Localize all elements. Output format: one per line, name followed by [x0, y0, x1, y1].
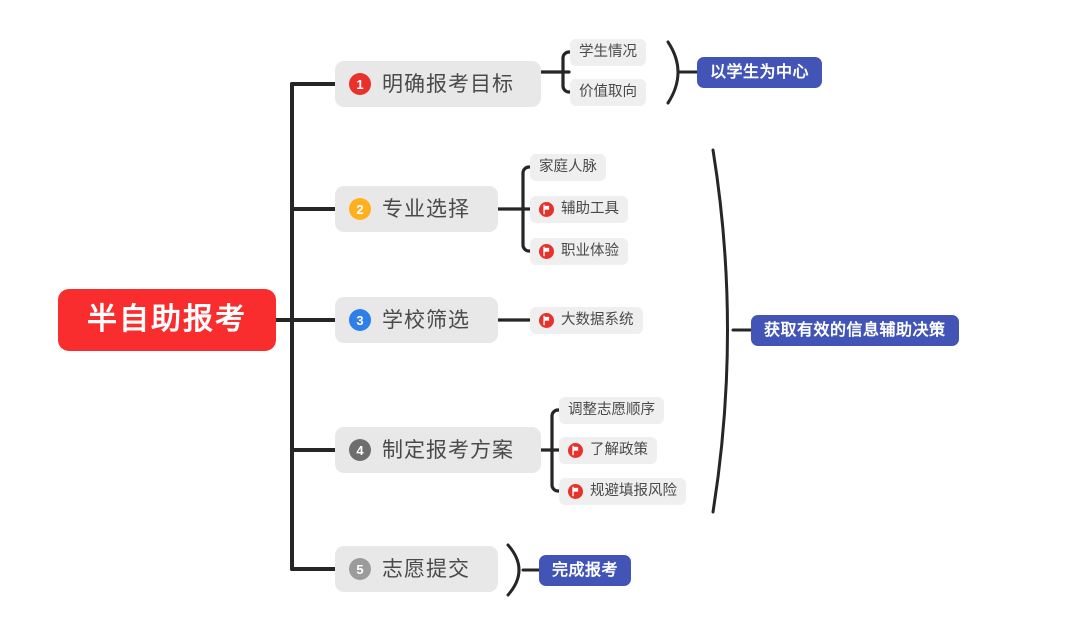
- red-flag-icon: [568, 443, 583, 458]
- sub-item-label: 家庭人脉: [539, 159, 597, 176]
- branch-node-1[interactable]: 1 明确报考目标: [335, 61, 541, 107]
- red-flag-icon: [539, 202, 554, 217]
- brace-group-2: [711, 148, 729, 514]
- branch-label-1: 明确报考目标: [382, 72, 514, 96]
- conclusion-pill-3[interactable]: 完成报考: [539, 555, 632, 586]
- sub-item-4-3[interactable]: 规避填报风险: [559, 478, 686, 505]
- conclusion-pill-2[interactable]: 获取有效的信息辅助决策: [751, 315, 959, 346]
- sub-item-1-2[interactable]: 价值取向: [570, 79, 646, 106]
- red-flag-icon: [539, 313, 554, 328]
- branch-label-4: 制定报考方案: [382, 438, 514, 462]
- branch-node-2[interactable]: 2 专业选择: [335, 186, 498, 232]
- branch-node-5[interactable]: 5 志愿提交: [335, 546, 498, 592]
- sub-item-2-3[interactable]: 职业体验: [530, 238, 628, 265]
- branch-label-5: 志愿提交: [382, 557, 470, 581]
- root-node-label: 半自助报考: [87, 303, 247, 336]
- branch-number-badge-3: 3: [349, 309, 371, 331]
- branch-number-badge-4: 4: [349, 439, 371, 461]
- sub-item-label: 价值取向: [579, 84, 637, 101]
- sub-item-label: 职业体验: [561, 243, 619, 260]
- sub-item-label: 辅助工具: [561, 201, 619, 218]
- sub-item-label: 学生情况: [579, 44, 637, 61]
- red-flag-icon: [568, 484, 583, 499]
- sub-item-4-1[interactable]: 调整志愿顺序: [559, 397, 664, 424]
- branch-label-3: 学校筛选: [382, 308, 470, 332]
- branch-node-4[interactable]: 4 制定报考方案: [335, 427, 541, 473]
- brace-group-3: [506, 543, 521, 597]
- branch-node-3[interactable]: 3 学校筛选: [335, 297, 498, 343]
- sub-item-label: 了解政策: [590, 442, 648, 459]
- sub-item-2-2[interactable]: 辅助工具: [530, 196, 628, 223]
- conclusion-pill-1[interactable]: 以学生为中心: [697, 57, 823, 88]
- branch-number-badge-5: 5: [349, 558, 371, 580]
- branch-number-badge-1: 1: [349, 73, 371, 95]
- brace-group-1: [666, 40, 680, 105]
- sub-item-1-1[interactable]: 学生情况: [570, 39, 646, 66]
- sub-item-3-1[interactable]: 大数据系统: [530, 307, 643, 334]
- root-node[interactable]: 半自助报考: [58, 289, 276, 351]
- sub-item-2-1[interactable]: 家庭人脉: [530, 154, 606, 181]
- branch-number-badge-2: 2: [349, 198, 371, 220]
- sub-item-label: 大数据系统: [561, 312, 634, 329]
- sub-item-label: 调整志愿顺序: [568, 402, 655, 419]
- sub-item-label: 规避填报风险: [590, 483, 677, 500]
- conclusion-pill-label: 完成报考: [552, 561, 619, 579]
- red-flag-icon: [539, 244, 554, 259]
- sub-item-4-2[interactable]: 了解政策: [559, 437, 657, 464]
- branch-label-2: 专业选择: [382, 197, 470, 221]
- conclusion-pill-label: 以学生为中心: [710, 63, 810, 81]
- conclusion-pill-label: 获取有效的信息辅助决策: [764, 321, 946, 339]
